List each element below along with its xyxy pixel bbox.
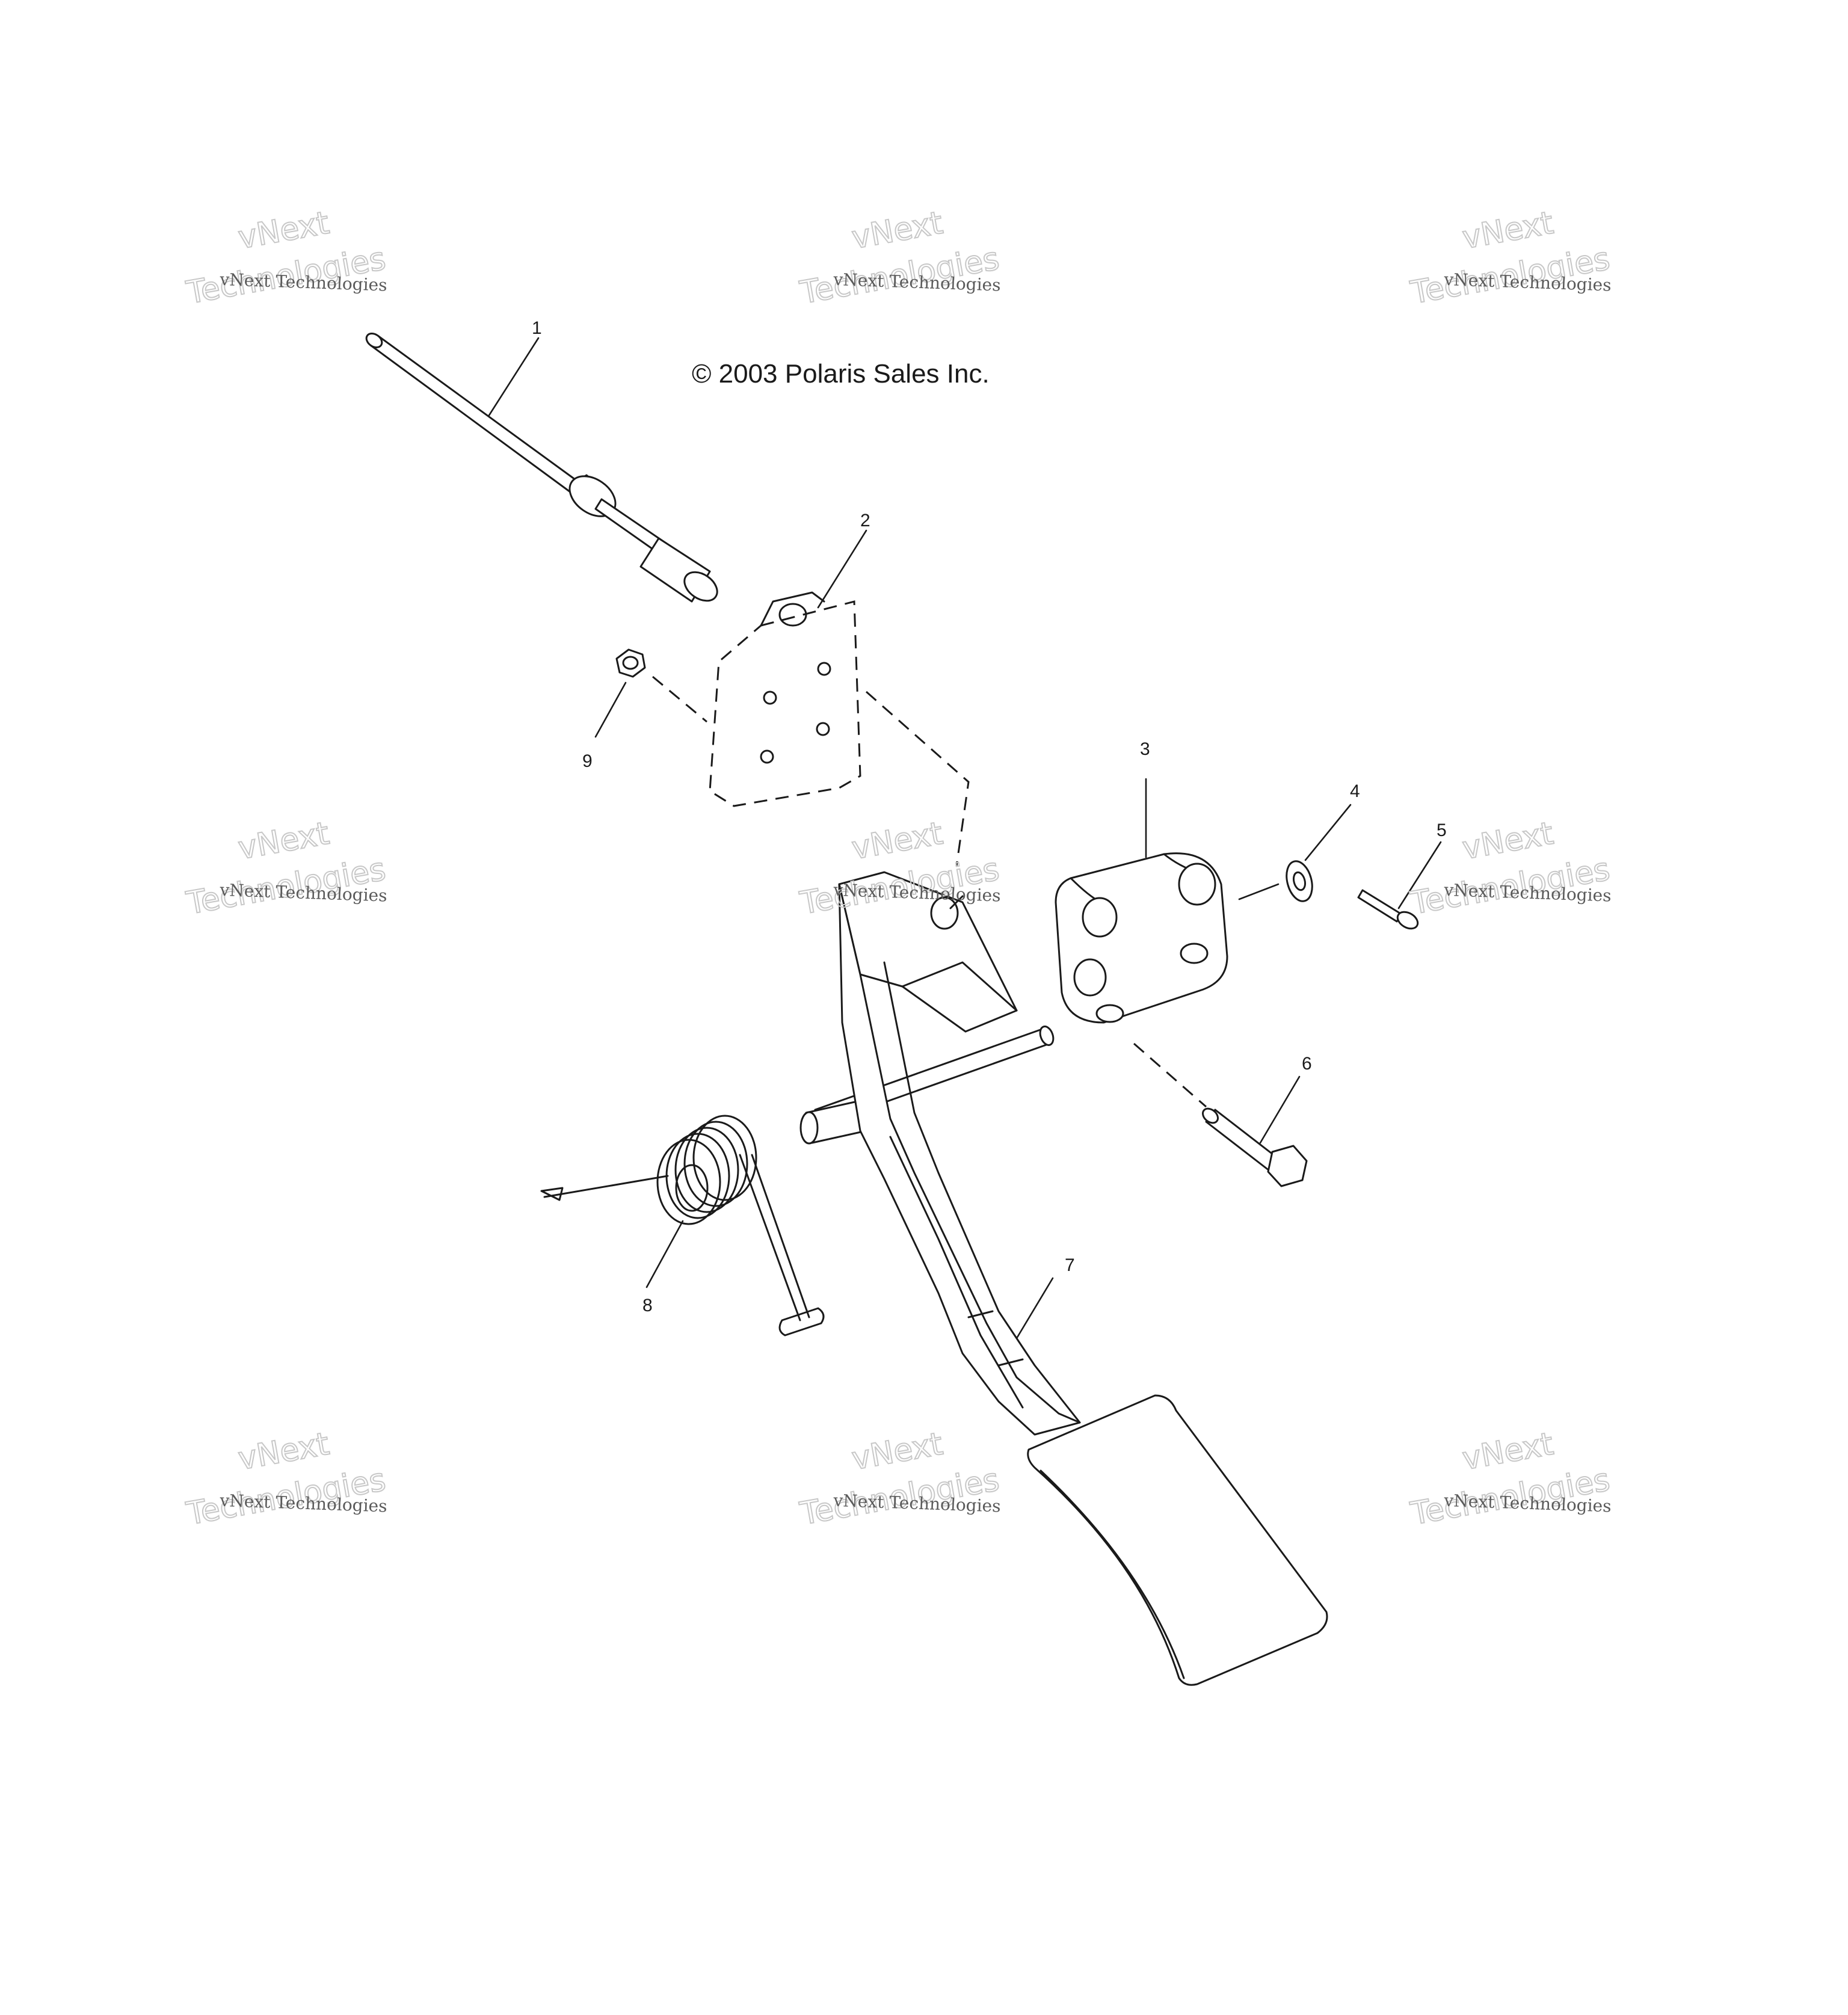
svg-text:6: 6 <box>1302 1054 1312 1074</box>
callout-9: 9 <box>582 681 627 771</box>
part-9-nut <box>615 648 707 723</box>
copyright-text: © 2003 Polaris Sales Inc. <box>692 359 990 389</box>
part-5-cotter-pin <box>1357 889 1419 930</box>
svg-text:vNext: vNext <box>1460 1426 1556 1477</box>
svg-text:vNext: vNext <box>849 205 946 256</box>
callout-3: 3 <box>1140 739 1150 858</box>
part-4-washer <box>1238 860 1313 902</box>
part-8-torsion-spring <box>540 1115 825 1337</box>
callout-7: 7 <box>1015 1255 1075 1340</box>
svg-text:vNext: vNext <box>1460 816 1556 867</box>
part-1-cable-rod <box>365 333 718 603</box>
svg-text:5: 5 <box>1437 820 1447 840</box>
watermark-1: vNext Technologies vNext Technologies <box>183 205 389 312</box>
watermark-4: vNext Technologies vNext Technologies <box>183 815 389 923</box>
svg-text:4: 4 <box>1350 781 1360 801</box>
svg-text:vNext: vNext <box>1460 205 1556 256</box>
callout-2: 2 <box>817 511 870 609</box>
part-6-bolt <box>1133 1042 1308 1187</box>
svg-text:9: 9 <box>582 751 593 771</box>
svg-text:vNext: vNext <box>849 816 946 867</box>
svg-text:1: 1 <box>532 318 542 338</box>
callout-4: 4 <box>1304 781 1360 861</box>
part-2-bracket-plate <box>709 591 970 867</box>
callout-6: 6 <box>1259 1054 1312 1144</box>
watermark: vNext Technologies vNext Technologies vN… <box>183 205 1613 1533</box>
callout-5: 5 <box>1397 820 1447 909</box>
callout-8: 8 <box>642 1220 684 1315</box>
watermark-7: vNext Technologies vNext Technologies <box>183 1426 389 1533</box>
svg-text:8: 8 <box>642 1296 653 1315</box>
svg-text:vNext: vNext <box>236 205 332 256</box>
watermark-6: vNext Technologies vNext Technologies <box>1407 815 1613 923</box>
svg-text:vNext: vNext <box>236 816 332 867</box>
watermark-3: vNext Technologies vNext Technologies <box>1407 205 1613 312</box>
watermark-8: vNext Technologies vNext Technologies <box>796 1426 1002 1533</box>
part-7-throttle-pedal <box>799 871 1328 1686</box>
svg-text:3: 3 <box>1140 739 1150 759</box>
callout-1: 1 <box>487 318 542 417</box>
svg-text:vNext: vNext <box>849 1426 946 1477</box>
svg-text:vNext: vNext <box>236 1426 332 1477</box>
svg-text:2: 2 <box>860 511 870 531</box>
watermark-9: vNext Technologies vNext Technologies <box>1407 1426 1613 1533</box>
part-3-pivot-block <box>1055 852 1228 1024</box>
watermark-2: vNext Technologies vNext Technologies <box>796 205 1002 312</box>
svg-text:7: 7 <box>1065 1255 1075 1275</box>
